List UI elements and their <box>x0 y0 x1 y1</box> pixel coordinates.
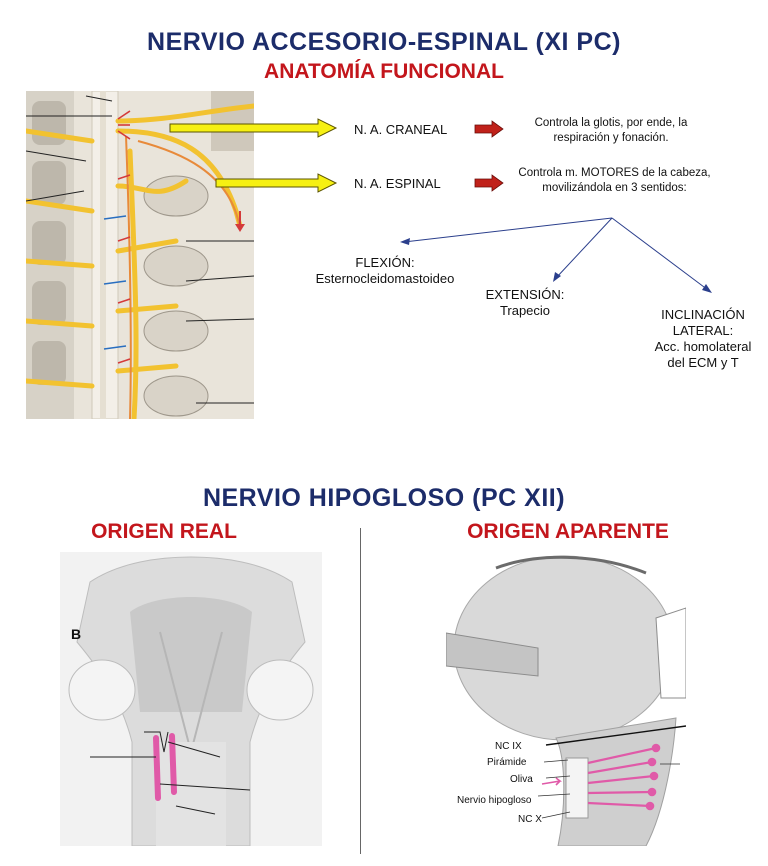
label-piramide: Pirámide <box>487 757 527 768</box>
label-nervio-hipogloso: Nervio hipogloso <box>457 795 532 806</box>
espinal-label: N. A. ESPINAL <box>354 176 441 191</box>
movement-flexion: FLEXIÓN: Esternocleidomastoideo <box>300 255 470 287</box>
page-title: NERVIO ACCESORIO-ESPINAL (XI PC) <box>147 28 621 56</box>
arrow-craneal-icon <box>169 118 338 138</box>
movement-inclinacion-muscle: Acc. homolateral del ECM y T <box>654 339 752 370</box>
label-nc-x: NC X <box>518 814 542 825</box>
label-oliva: Oliva <box>510 774 533 785</box>
movement-flexion-muscle: Esternocleidomastoideo <box>315 271 455 286</box>
movement-extension-muscle: Trapecio <box>499 303 551 318</box>
section-title-hipogloso: NERVIO HIPOGLOSO (PC XII) <box>202 484 566 512</box>
page-subtitle: ANATOMÍA FUNCIONAL <box>264 60 504 83</box>
heading-origen-real: ORIGEN REAL <box>91 520 237 543</box>
craneal-label: N. A. CRANEAL <box>354 122 448 137</box>
red-arrow-espinal-icon <box>474 174 504 192</box>
section-divider <box>360 528 361 854</box>
heading-origen-aparente: ORIGEN APARENTE <box>467 520 669 543</box>
movement-flexion-name: FLEXIÓN: <box>355 255 415 270</box>
movement-inclinacion: INCLINACIÓN LATERAL: Acc. homolateral de… <box>648 307 758 371</box>
red-arrow-craneal-icon <box>474 120 504 138</box>
movement-extension-name: EXTENSIÓN: <box>485 287 565 302</box>
label-nc-ix: NC IX <box>495 741 522 752</box>
movement-branch-arrows <box>400 217 712 293</box>
craneal-description: Controla la glotis, por ende, la respira… <box>534 117 688 144</box>
brainstem-illustration <box>60 552 322 846</box>
movement-extension: EXTENSIÓN: Trapecio <box>470 287 580 319</box>
figure-letter: B <box>71 626 82 642</box>
movement-inclinacion-name: INCLINACIÓN LATERAL: <box>661 307 745 338</box>
arrow-espinal-icon <box>215 173 338 193</box>
espinal-description: Controla m. MOTORES de la cabeza, movili… <box>518 167 711 194</box>
spinal-cord-illustration <box>26 91 254 419</box>
brainstem-lateral-illustration <box>446 548 686 846</box>
